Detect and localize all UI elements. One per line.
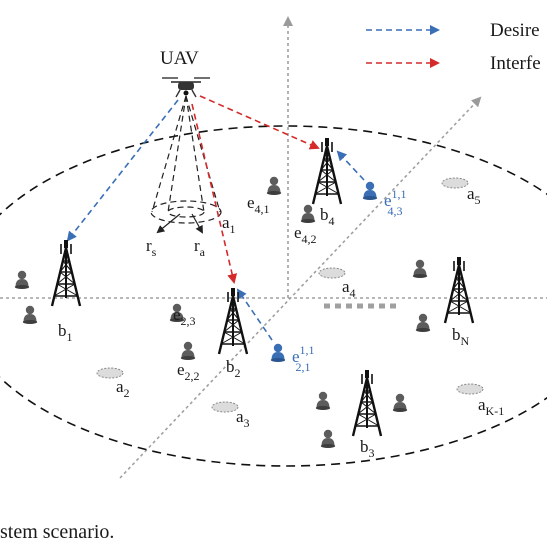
interference-link-uav-b2 [191,103,238,284]
user-icon [266,176,282,195]
cell-tower-icon [351,368,383,438]
user-icon [412,259,428,278]
user-icon [180,341,196,360]
user-icon [415,313,431,332]
user-icon [14,270,30,289]
area-label-aK-1: aK-1 [478,395,504,418]
rs-arrow [156,213,181,234]
user-label-e41: e4,1 [247,193,270,216]
bs-label-b3: b3 [360,437,375,460]
user-icon [315,391,331,410]
user-label-e23: e2,3 [173,305,196,328]
uav-label: UAV [160,48,199,69]
area-ellipse-icon [456,383,484,395]
desired-link-e21-b2 [236,288,273,341]
desired-link-e43-b4 [336,150,365,181]
drone-icon [162,77,210,98]
area-label-a5: a5 [467,184,481,207]
bs-label-b4: b4 [320,205,335,228]
cell-tower-icon [311,136,343,206]
ra-arrow [191,213,203,234]
interference-link-uav-b4 [199,95,320,150]
uav-beam-cone [150,95,222,224]
area-label-a2: a2 [116,377,130,400]
user-icon [270,343,286,362]
desired-link-uav-b1 [66,99,179,242]
figure-caption: stem scenario. [0,521,114,543]
user-label-e42: e4,2 [294,223,317,246]
cell-tower-icon [50,238,82,308]
user-icon [300,204,316,223]
desired-legend-label: Desire [490,20,540,41]
user-icon [22,305,38,324]
rs-label: rs [146,236,157,259]
user-icon [320,429,336,448]
area-label-a1: a1 [222,213,236,236]
user-label-e22: e2,2 [177,360,200,383]
area-label-a3: a3 [236,407,250,430]
interference-legend-label: Interfe [490,53,541,74]
area-ellipse-icon [211,401,239,413]
bs-label-b2: b2 [226,357,241,380]
cell-tower-icon [443,255,475,325]
diagonal-axis [119,96,482,479]
bs-label-bN: bN [452,325,470,348]
area-ellipse-icon [441,177,469,189]
area-label-a4: a4 [342,277,356,300]
user-icon [392,393,408,412]
ra-label: ra [194,236,206,259]
legend: Desire Interfe [366,20,541,74]
user-icon [362,181,378,200]
bs-label-b1: b1 [58,321,73,344]
